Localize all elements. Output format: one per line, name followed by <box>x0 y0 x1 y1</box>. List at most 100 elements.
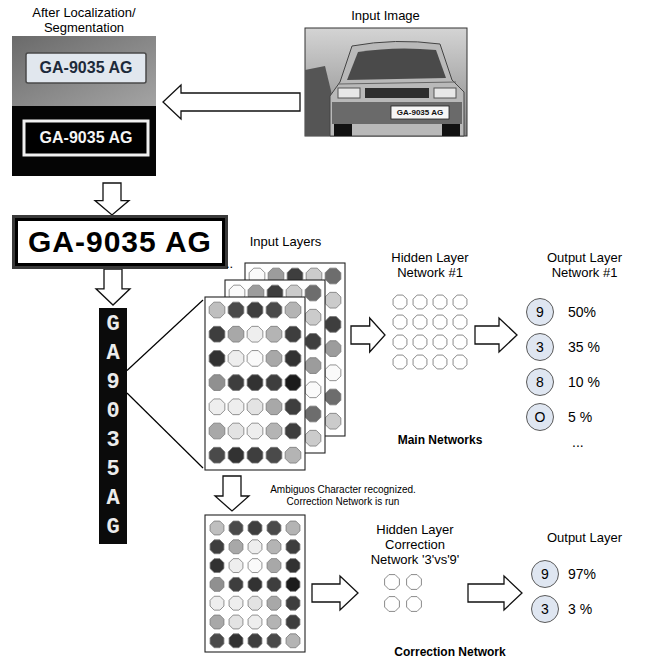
headlight <box>338 88 360 98</box>
input-layer-group: Input Layers <box>203 232 348 472</box>
connector <box>127 300 203 468</box>
hidden-neuron <box>385 597 400 612</box>
plate-outline <box>26 53 146 83</box>
node-text: G A 9 0 3 5 A G <box>102 310 124 542</box>
input-neuron <box>248 577 262 591</box>
input-neuron <box>285 326 301 342</box>
input-neuron <box>305 309 321 325</box>
input-neuron <box>266 326 282 342</box>
input-neuron <box>286 596 300 610</box>
node-text: Input Image <box>303 6 468 23</box>
input-neuron <box>305 334 321 350</box>
character-column: G A 9 0 3 5 A G <box>99 308 127 544</box>
car-body <box>330 41 464 136</box>
input-neuron <box>248 540 262 554</box>
input-neuron <box>229 577 243 591</box>
input-neuron <box>247 399 263 415</box>
input-neuron <box>228 399 244 415</box>
connector <box>96 269 130 305</box>
input-neuron <box>248 521 262 535</box>
input-neuron <box>209 423 225 439</box>
probability: 97% <box>568 566 596 582</box>
input-neuron <box>266 351 282 367</box>
license-plate <box>391 106 449 119</box>
input-neuron <box>210 521 224 535</box>
car-photo <box>305 28 467 136</box>
hidden-neuron <box>413 295 427 309</box>
neuron-label: 8 <box>536 374 544 390</box>
hidden-neuron <box>385 575 400 590</box>
input-neuron <box>266 447 282 463</box>
input-neuron <box>286 577 300 591</box>
input-neuron <box>247 302 263 318</box>
hidden-neuron <box>433 295 447 309</box>
hollow-arrow <box>95 183 129 215</box>
input-neuron <box>286 634 300 648</box>
input-neuron <box>305 358 321 374</box>
hidden-neuron <box>393 335 407 349</box>
node-text: After Localization/ Segmentation <box>8 3 160 35</box>
output-neuron: 3 <box>526 333 554 361</box>
plate-outline <box>24 121 148 155</box>
windshield <box>347 48 446 80</box>
input-neuron <box>209 302 225 318</box>
probability: 5 % <box>568 409 592 425</box>
input-neuron <box>266 423 282 439</box>
input-neuron <box>325 317 341 333</box>
input-neuron <box>209 375 225 391</box>
input-neuron <box>210 634 224 648</box>
hidden-neuron <box>433 335 447 349</box>
input-image-panel: Input Image <box>303 6 468 138</box>
input-neuron <box>210 577 224 591</box>
connector <box>163 85 300 119</box>
probability: 50% <box>568 304 596 320</box>
connector <box>351 318 385 352</box>
input-neuron <box>305 285 321 301</box>
neuron-label: 3 <box>541 601 549 617</box>
node-text: Output Layer <box>539 528 630 545</box>
probability: 3 % <box>568 601 592 617</box>
hidden-neuron <box>407 575 422 590</box>
input-neuron <box>325 365 341 381</box>
input-neuron <box>267 521 281 535</box>
input-neuron <box>266 375 282 391</box>
wheel <box>334 124 352 136</box>
input-neuron <box>267 577 281 591</box>
output-neuron: 9 <box>531 560 559 588</box>
input-neuron <box>248 615 262 629</box>
input-neuron <box>229 559 243 573</box>
hidden-neuron <box>433 355 447 369</box>
hidden-neuron <box>413 315 427 329</box>
photo-frame <box>305 28 467 136</box>
input-neuron <box>210 615 224 629</box>
bumper <box>332 102 462 124</box>
input-neuron <box>228 375 244 391</box>
input-neuron <box>228 302 244 318</box>
plate-text: GA-9035 AG <box>28 58 144 78</box>
hollow-arrow <box>312 576 358 610</box>
input-neuron <box>266 302 282 318</box>
input-neuron <box>209 326 225 342</box>
input-neuron <box>286 540 300 554</box>
connector <box>475 318 517 352</box>
binary-ground <box>12 106 156 176</box>
input-neuron <box>266 399 282 415</box>
ellipsis: ... <box>572 434 584 450</box>
input-neuron <box>209 399 225 415</box>
input-neuron <box>209 351 225 367</box>
binarized-plate <box>12 106 156 176</box>
parked-car <box>305 66 332 136</box>
probability: 10 % <box>568 374 600 390</box>
output-neuron: 3 <box>531 595 559 623</box>
hidden-layer: Hidden Layer Network #1 <box>388 248 472 383</box>
input-neuron <box>228 447 244 463</box>
node-text: Input Layers <box>223 232 348 249</box>
section-caption: Main Networks <box>385 433 495 447</box>
plate-text: GA-9035 AG <box>391 107 449 118</box>
hollow-arrow <box>475 318 517 352</box>
input-neuron <box>267 559 281 573</box>
hidden-neuron <box>453 355 467 369</box>
input-neuron <box>209 447 225 463</box>
input-neuron <box>267 634 281 648</box>
input-neuron <box>210 596 224 610</box>
